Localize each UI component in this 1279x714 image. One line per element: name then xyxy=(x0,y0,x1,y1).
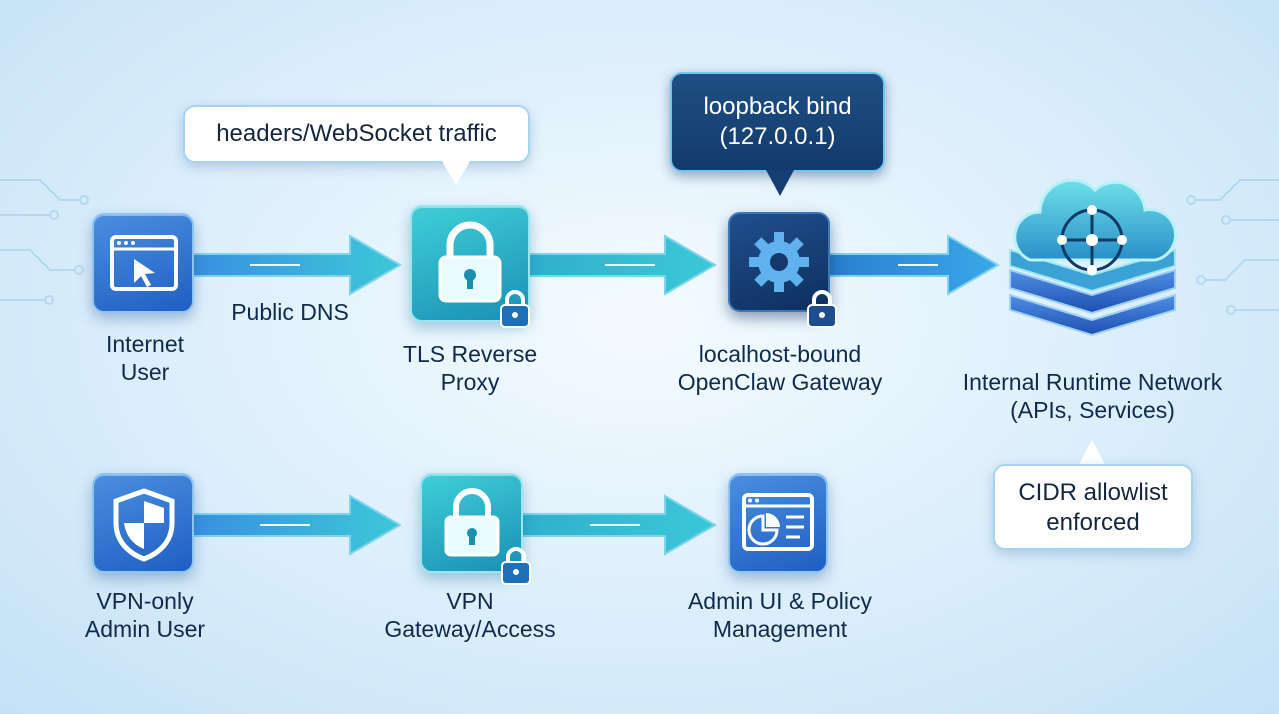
arrow-gateway-to-network xyxy=(828,234,1000,296)
dashboard-icon xyxy=(742,493,814,551)
small-lock-icon xyxy=(501,547,531,585)
arrow-admin-to-vpn xyxy=(190,494,402,556)
admin-ui-label: Admin UI & Policy Management xyxy=(687,588,873,642)
public-dns-label: Public DNS xyxy=(231,299,349,325)
vpn-gateway-node xyxy=(420,473,523,573)
loopback-callout: loopback bind (127.0.0.1) xyxy=(670,72,885,172)
vpn-admin-label: VPN-only Admin User xyxy=(84,588,206,642)
browser-cursor-icon xyxy=(110,235,178,291)
cloud-network-icon xyxy=(1009,178,1177,337)
internet-user-node xyxy=(92,213,194,313)
arrow-vpn-to-admin-ui xyxy=(520,494,717,556)
shield-icon xyxy=(113,488,175,562)
headers-callout-tail xyxy=(442,161,470,185)
tls-proxy-node xyxy=(410,205,530,322)
tls-proxy-label: TLS Reverse Proxy xyxy=(402,341,538,395)
cidr-callout: CIDR allowlist enforced xyxy=(993,464,1193,550)
vpn-admin-node xyxy=(92,473,194,573)
headers-callout: headers/WebSocket traffic xyxy=(183,105,530,163)
runtime-network-label: Internal Runtime Network (APIs, Services… xyxy=(962,369,1223,423)
arrow-user-to-proxy xyxy=(190,234,402,296)
internet-user-label: Internet User xyxy=(106,331,184,385)
vpn-gateway-label: VPN Gateway/Access xyxy=(384,588,556,642)
arrow-proxy-to-gateway xyxy=(525,234,717,296)
gateway-node xyxy=(728,212,830,312)
padlock-icon xyxy=(438,221,502,303)
small-lock-icon xyxy=(500,290,530,328)
admin-ui-node xyxy=(728,473,828,573)
gateway-label: localhost-bound OpenClaw Gateway xyxy=(677,341,883,395)
padlock-icon xyxy=(444,488,500,557)
gear-icon xyxy=(749,232,809,292)
cidr-callout-tail xyxy=(1078,440,1106,466)
loopback-callout-tail xyxy=(766,170,794,196)
small-lock-icon xyxy=(807,290,837,328)
